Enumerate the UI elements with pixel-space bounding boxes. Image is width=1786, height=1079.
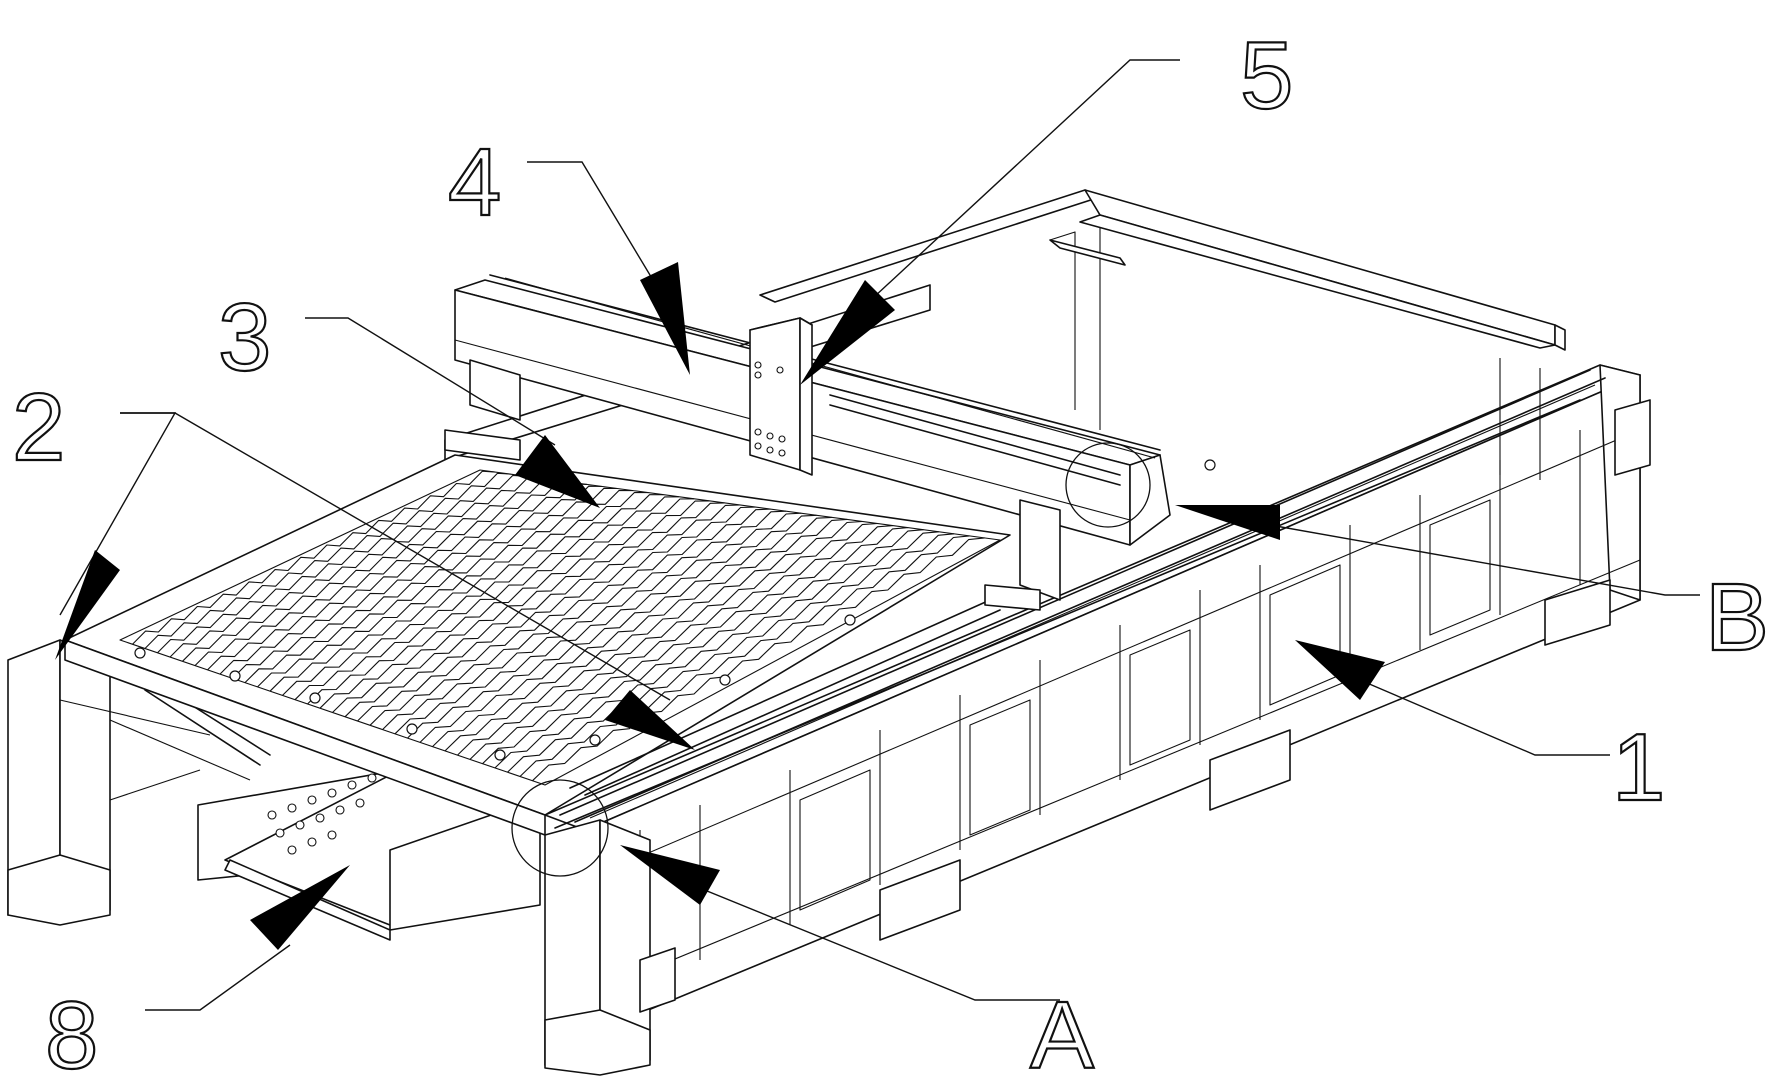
leader-8 <box>145 865 350 1011</box>
leader-2 <box>55 412 695 750</box>
label-1: 1 <box>1612 714 1665 821</box>
cutting-platform <box>64 454 1216 836</box>
arrow-2a <box>55 550 120 660</box>
arrow-5 <box>800 280 895 385</box>
label-a: A <box>1030 982 1094 1079</box>
platform-slat <box>269 494 664 692</box>
front-left-leg <box>7 639 271 926</box>
label-b: B <box>1705 564 1769 671</box>
leader-5 <box>800 59 1180 385</box>
label-4: 4 <box>448 129 501 236</box>
detail-circles <box>511 442 1151 877</box>
platform-slat <box>219 485 603 675</box>
platform-slat <box>207 483 588 671</box>
platform-slat <box>182 479 557 662</box>
platform-slat <box>382 512 802 730</box>
platform-slat <box>169 477 542 658</box>
arrow-3 <box>515 435 600 508</box>
leader-a <box>620 845 1060 1001</box>
label-5: 5 <box>1240 22 1293 129</box>
platform-slat <box>369 510 786 726</box>
platform-slat <box>494 531 939 769</box>
slag-tray <box>197 769 541 941</box>
platform-slat <box>344 506 756 718</box>
detail-circle-b <box>1065 442 1151 528</box>
platform-slat <box>407 516 832 739</box>
platform-slat <box>394 514 817 735</box>
leader-3 <box>305 317 600 508</box>
leader-b <box>1175 505 1700 596</box>
front-right-leg <box>544 819 676 1076</box>
platform-slat <box>307 500 710 705</box>
platform-slat <box>157 474 526 654</box>
platform-slat <box>432 520 863 747</box>
platform-slat <box>282 496 679 696</box>
platform-slat <box>507 533 955 773</box>
platform-slat <box>144 472 511 649</box>
platform-slat <box>332 504 741 713</box>
arrow-8 <box>250 865 350 950</box>
z-axis-carriage <box>749 317 813 476</box>
platform-slat <box>357 508 771 722</box>
platform-slat <box>194 481 572 666</box>
arrow-b <box>1175 505 1280 540</box>
platform-slat <box>294 498 695 701</box>
platform-slat <box>244 489 633 683</box>
platform-slat <box>232 487 618 679</box>
platform-slat <box>457 525 893 756</box>
platform-slat <box>532 537 985 782</box>
arrow-1 <box>1295 640 1385 700</box>
platform-slat <box>419 518 848 743</box>
arrow-4 <box>640 262 690 375</box>
arrow-a <box>620 845 720 905</box>
platform-slat <box>469 527 909 760</box>
platform-slat <box>482 529 924 765</box>
label-8: 8 <box>45 982 98 1079</box>
platform-slat <box>444 522 878 752</box>
platform-slat <box>319 502 725 709</box>
label-2: 2 <box>12 374 65 481</box>
leader-1 <box>1295 640 1610 756</box>
leader-4 <box>527 161 690 375</box>
platform-slat <box>519 535 970 777</box>
arrow-2b <box>605 690 695 750</box>
platform-slat <box>132 470 496 645</box>
label-3: 3 <box>218 284 271 391</box>
platform-slat <box>257 492 649 688</box>
right-linear-rail <box>554 369 1606 829</box>
detail-circle-a <box>511 779 609 877</box>
